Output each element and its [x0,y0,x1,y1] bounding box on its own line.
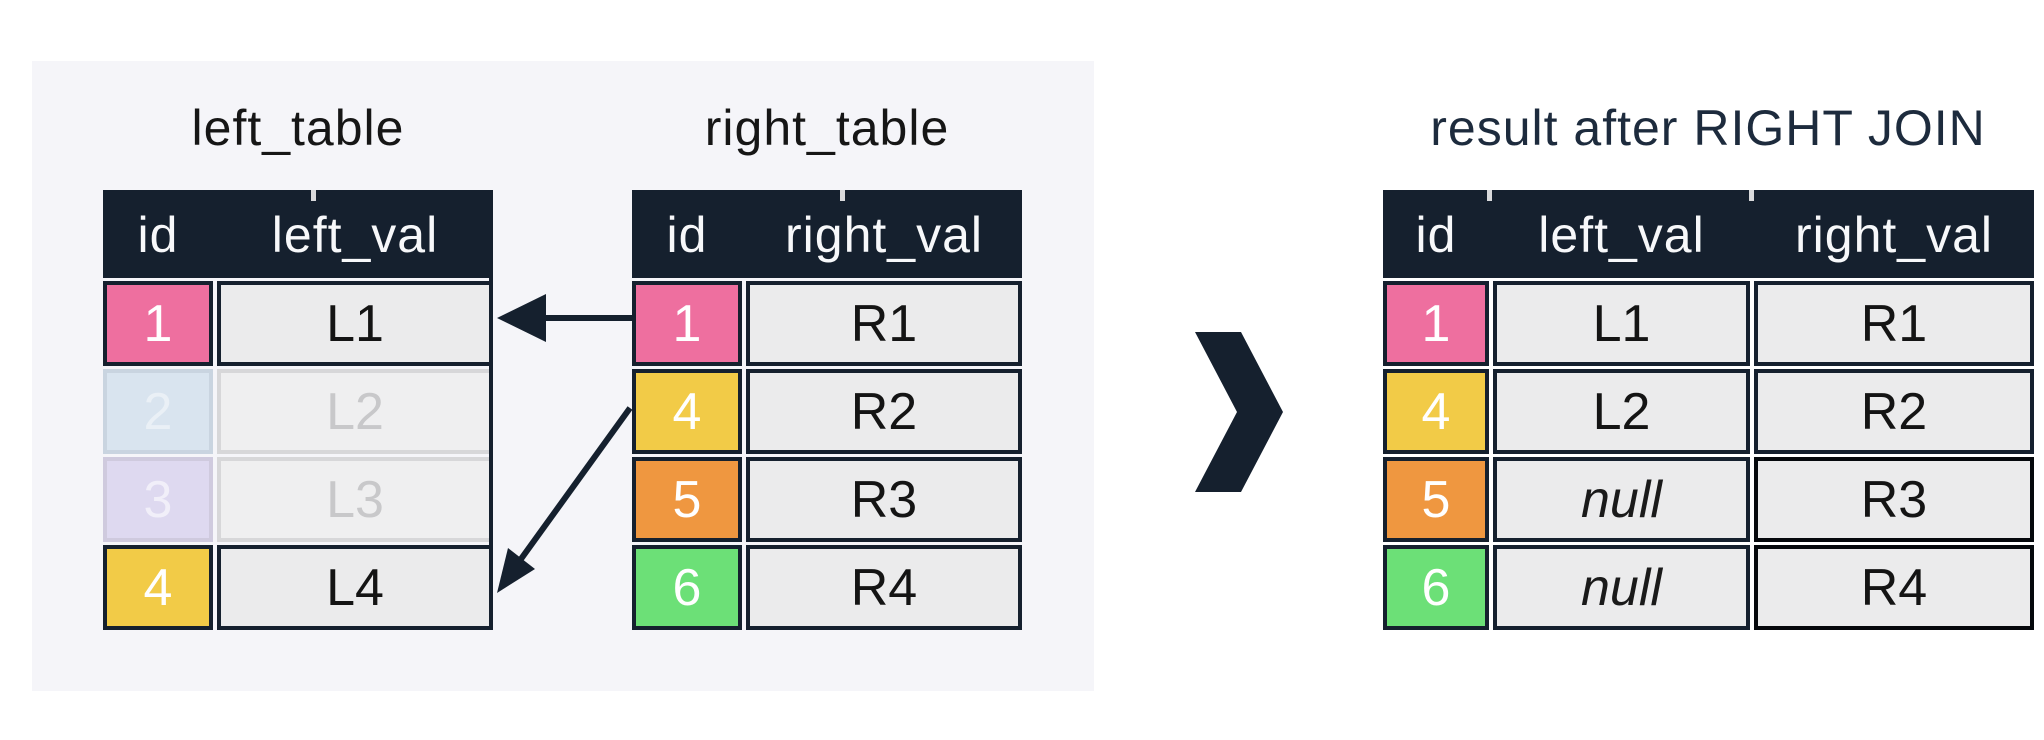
column-gap-notch [311,190,316,201]
result-id-cell: 4 [1383,369,1489,454]
right-table-id-cell: 1 [632,281,742,366]
left-table-id-cell-faded: 3 [103,457,213,542]
left-table-val-cell-faded: L3 [217,457,493,542]
right-table-val-cell: R4 [746,545,1022,630]
right-table-header-right-val: right_val [785,207,983,263]
left-table-id-cell-faded: 2 [103,369,213,454]
column-gap-notch [840,190,845,201]
result-left-val-null-cell: null [1493,545,1750,630]
result-right-val-cell: R2 [1754,369,2034,454]
left-table-header-left-val: left_val [271,207,439,263]
right-table-title: right_table [704,100,950,156]
column-gap-notch [1487,190,1492,201]
result-header-right-val: right_val [1795,207,1993,263]
result-header-id: id [1415,207,1457,263]
left-table: id left_val 1 L1 2 L2 3 L3 4 L4 [103,190,493,630]
result-table: id left_val right_val 1 L1 R1 4 L2 R2 5 … [1383,190,2034,630]
result-right-val-cell: R3 [1754,457,2034,542]
right-table-header-id: id [666,207,708,263]
result-table-header: id left_val right_val [1383,190,2034,278]
result-id-cell: 6 [1383,545,1489,630]
table-frame-edge [489,190,493,630]
left-table-val-cell: L4 [217,545,493,630]
left-table-header: id left_val [103,190,493,278]
right-table-val-cell: R3 [746,457,1022,542]
right-table-id-cell: 6 [632,545,742,630]
result-table-title: result after RIGHT JOIN [1430,100,1986,156]
left-table-title: left_table [191,100,405,156]
result-right-val-cell: R1 [1754,281,2034,366]
left-table-id-cell: 1 [103,281,213,366]
left-table-val-cell: L1 [217,281,493,366]
right-table-id-cell: 4 [632,369,742,454]
chevron-right-icon [1195,332,1283,492]
right-table-val-cell: R2 [746,369,1022,454]
result-id-cell: 1 [1383,281,1489,366]
column-gap-notch [1749,190,1754,201]
result-right-val-cell: R4 [1754,545,2034,630]
right-table-header: id right_val [632,190,1022,278]
right-table: id right_val 1 R1 4 R2 5 R3 6 R4 [632,190,1022,630]
right-table-val-cell: R1 [746,281,1022,366]
left-table-header-id: id [137,207,179,263]
result-left-val-null-cell: null [1493,457,1750,542]
result-header-left-val: left_val [1538,207,1705,263]
result-id-cell: 5 [1383,457,1489,542]
result-left-val-cell: L2 [1493,369,1750,454]
result-left-val-cell: L1 [1493,281,1750,366]
left-table-val-cell-faded: L2 [217,369,493,454]
left-table-id-cell: 4 [103,545,213,630]
right-table-id-cell: 5 [632,457,742,542]
